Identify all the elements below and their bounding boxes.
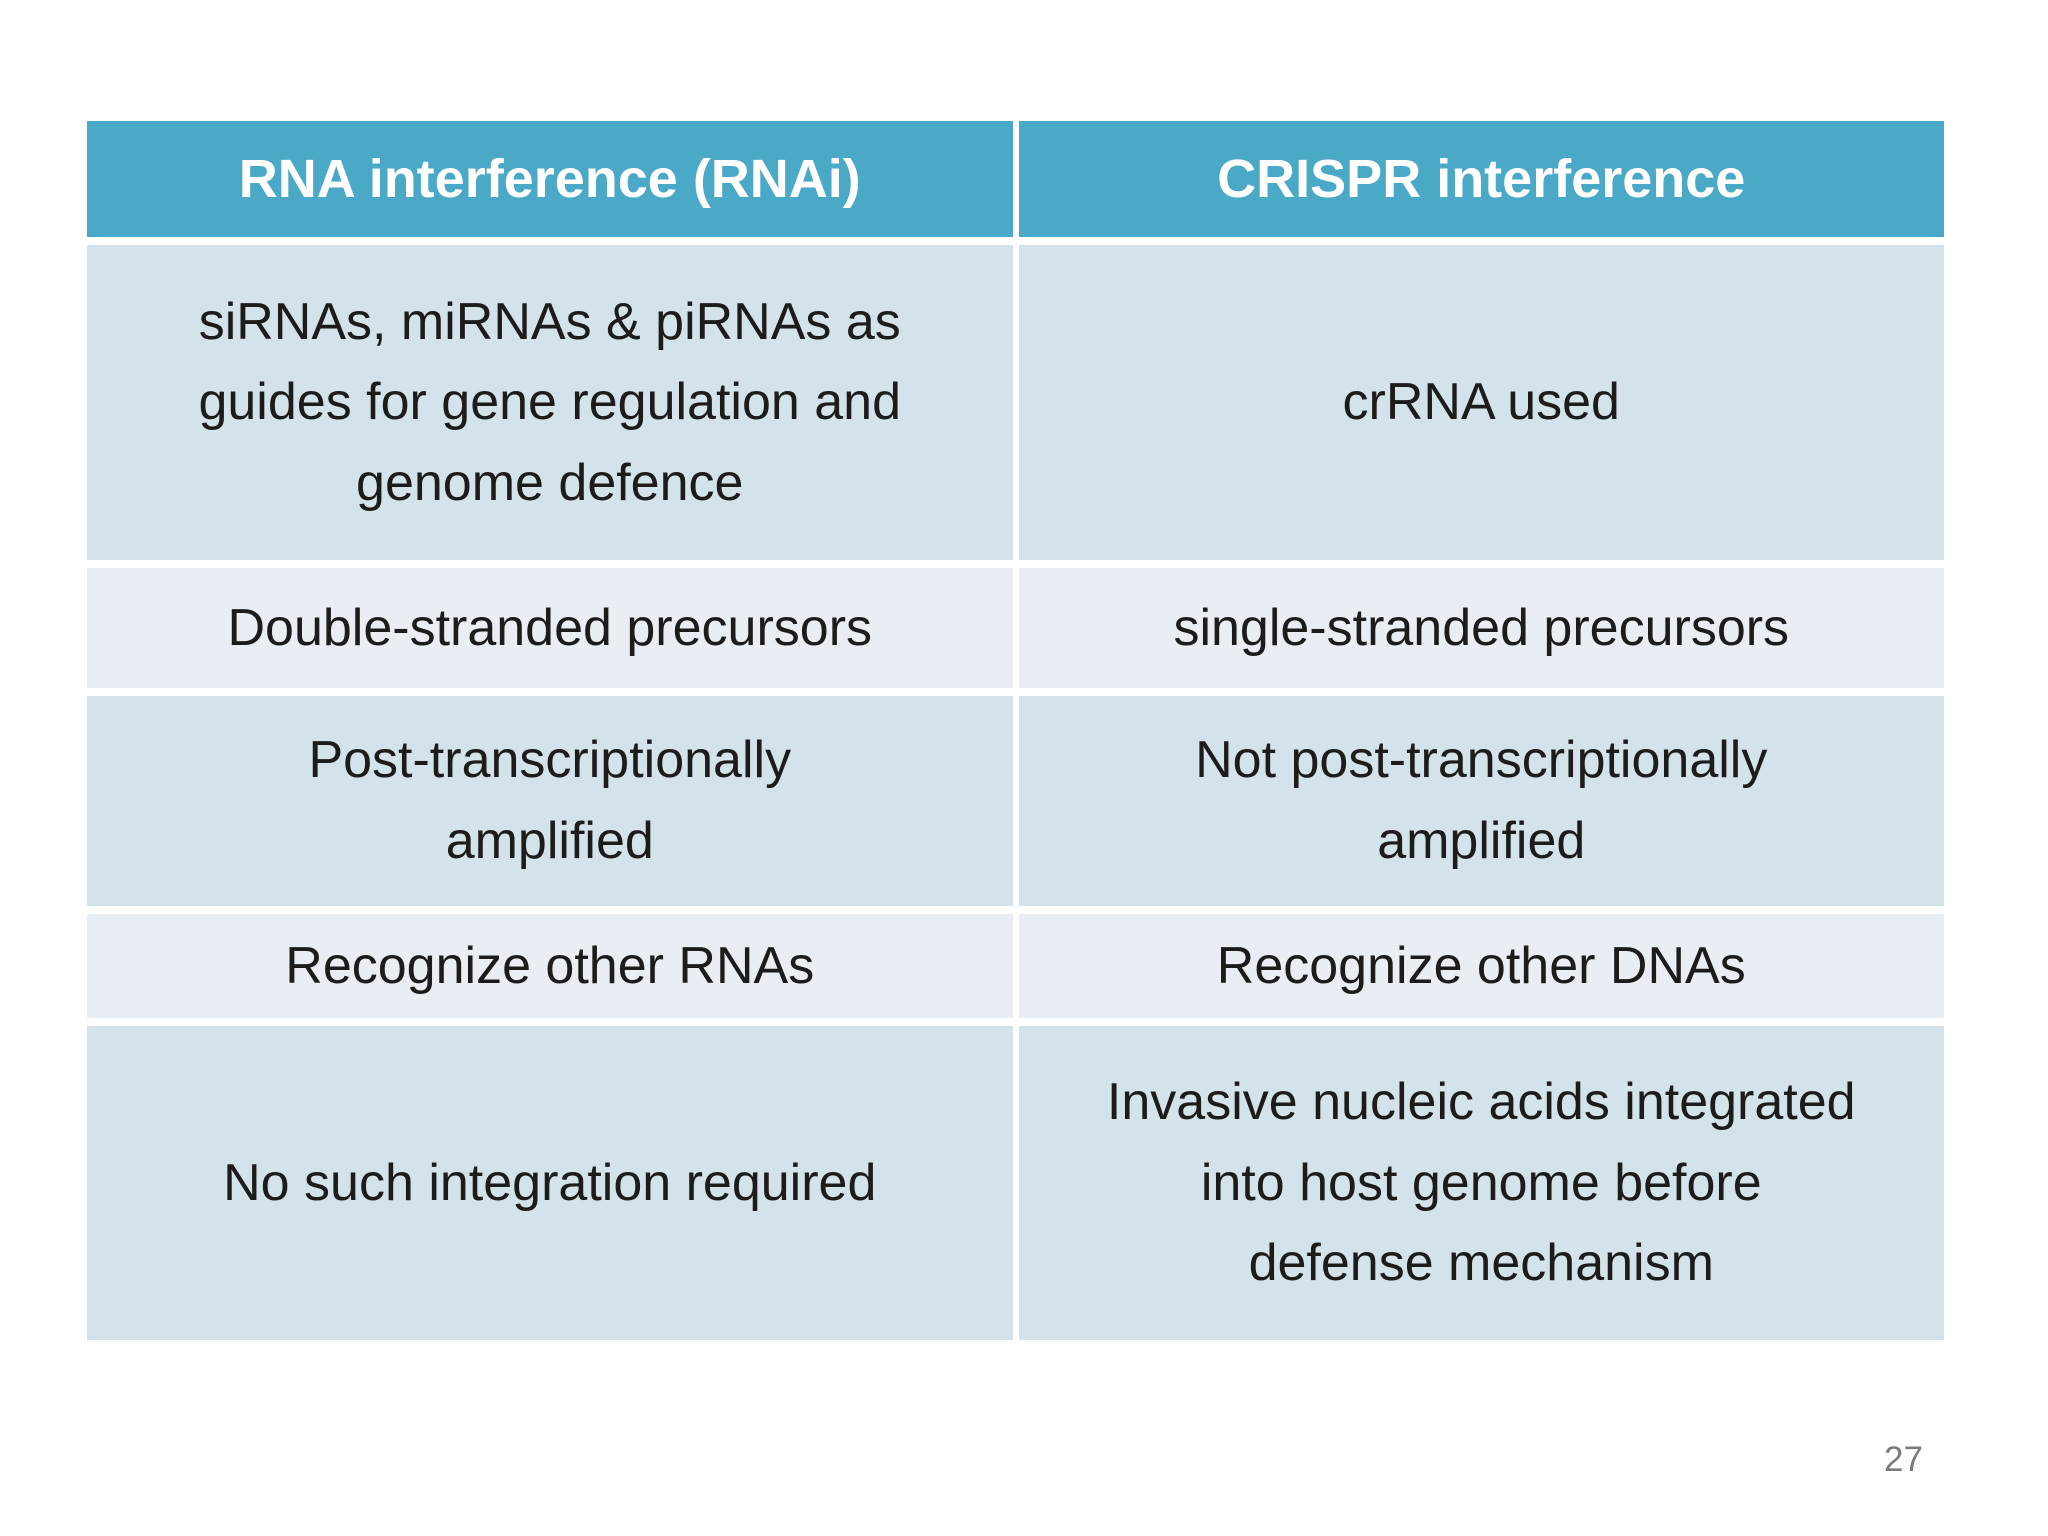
cell-crispr-crrna: crRNA used bbox=[1018, 245, 1944, 560]
cell-rnai-guides: siRNAs, miRNAs & piRNAs as guides for ge… bbox=[87, 245, 1013, 560]
header-cell-rnai: RNA interference (RNAi) bbox=[87, 121, 1013, 237]
cell-crispr-precursors: single-stranded precursors bbox=[1018, 568, 1944, 688]
comparison-table: RNA interference (RNAi) CRISPR interfere… bbox=[87, 121, 1944, 1340]
cell-rnai-recognition: Recognize other RNAs bbox=[87, 914, 1013, 1018]
cell-rnai-integration: No such integration required bbox=[87, 1026, 1013, 1340]
cell-rnai-amplification: Post-transcriptionally amplified bbox=[87, 696, 1013, 906]
cell-crispr-integration: Invasive nucleic acids integrated into h… bbox=[1018, 1026, 1944, 1340]
cell-crispr-recognition: Recognize other DNAs bbox=[1018, 914, 1944, 1018]
page-number: 27 bbox=[1884, 1440, 1923, 1479]
cell-crispr-amplification: Not post-transcriptionally amplified bbox=[1018, 696, 1944, 906]
header-cell-crispr: CRISPR interference bbox=[1018, 121, 1944, 237]
cell-rnai-precursors: Double-stranded precursors bbox=[87, 568, 1013, 688]
